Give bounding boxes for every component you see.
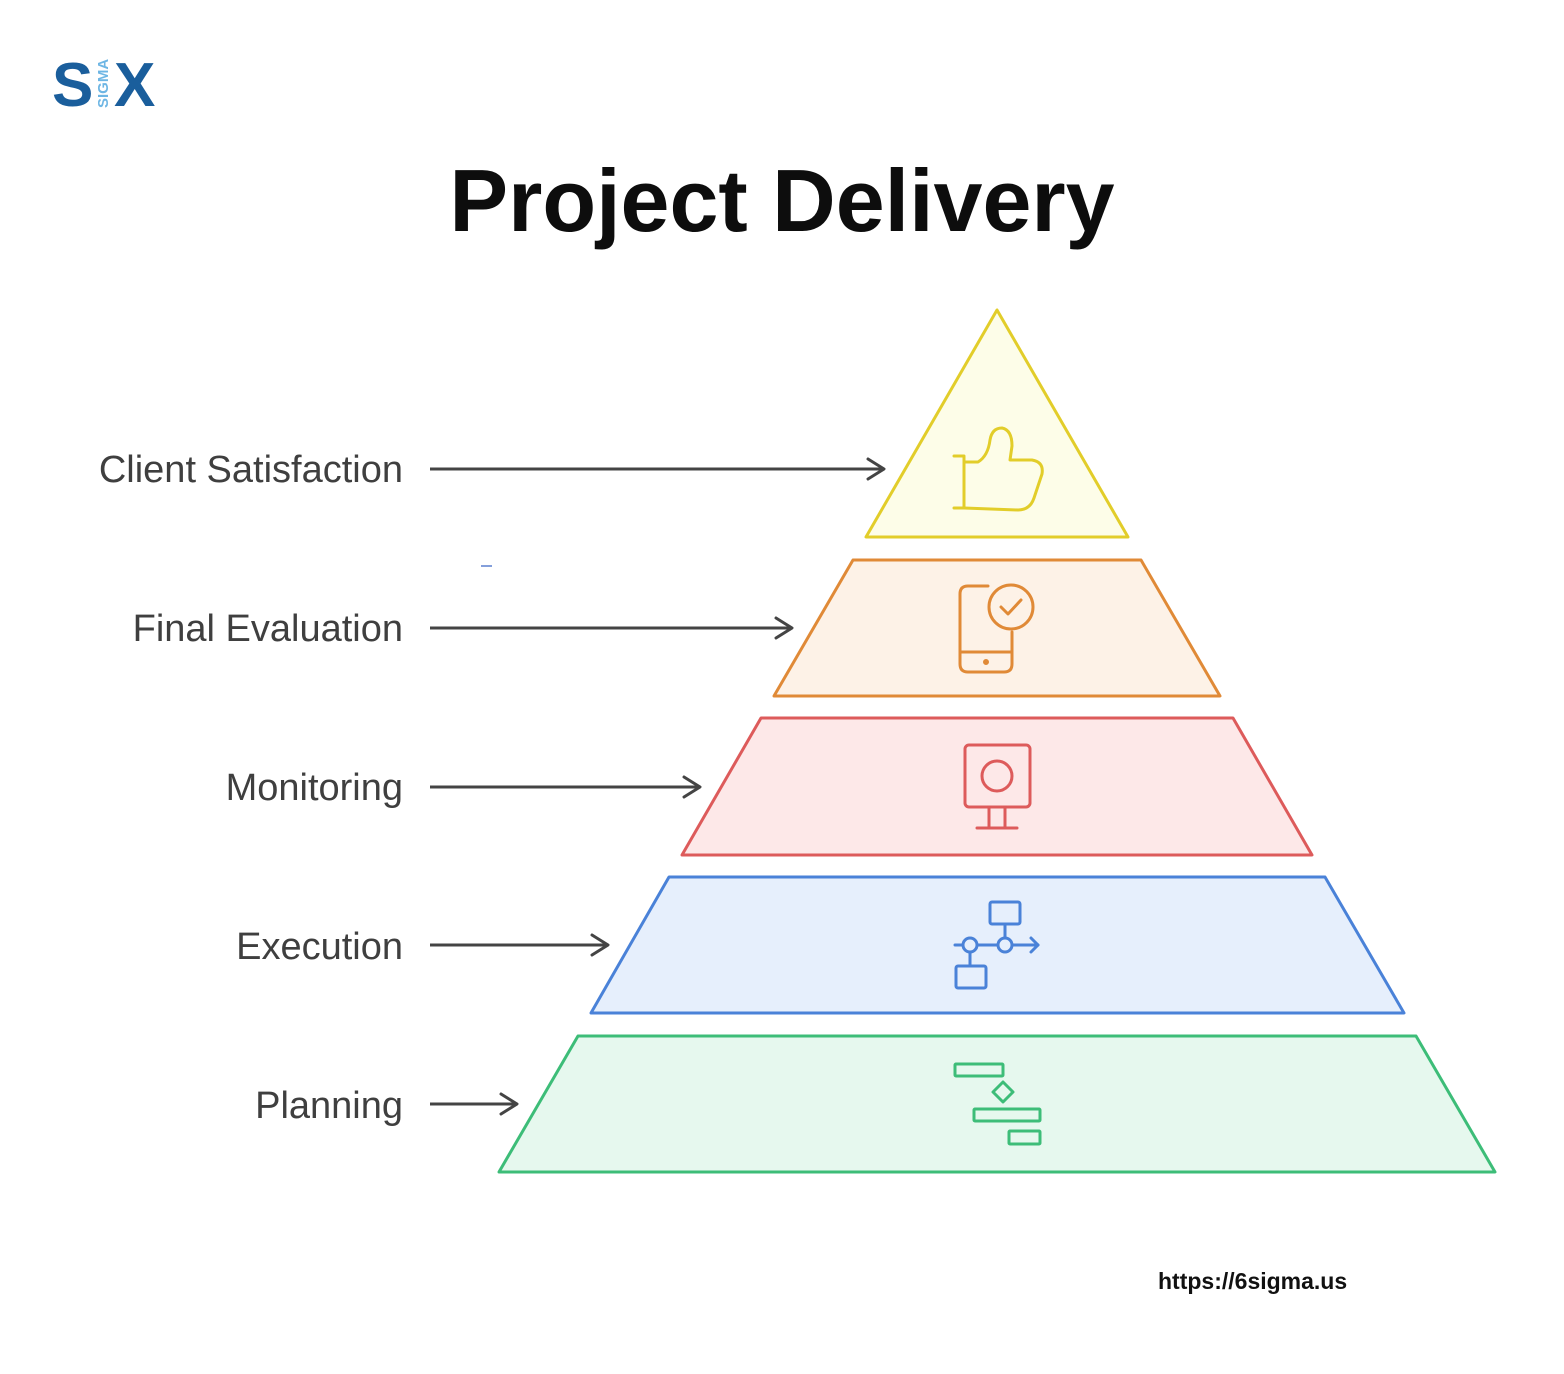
layer-final-evaluation: Final Evaluation bbox=[133, 558, 1222, 698]
layer-label-execution: Execution bbox=[236, 926, 403, 968]
layer-monitoring: Monitoring bbox=[226, 716, 1314, 857]
pyramid-segment-client-satisfaction bbox=[864, 308, 1130, 539]
thumbs-up-icon bbox=[952, 426, 1044, 512]
workflow-icon bbox=[953, 900, 1040, 990]
footer-url: https://6sigma.us bbox=[1158, 1268, 1348, 1294]
layer-label-client-satisfaction: Client Satisfaction bbox=[99, 449, 403, 491]
logo-sigma-text: SIGMA bbox=[95, 59, 112, 108]
layer-label-monitoring: Monitoring bbox=[226, 767, 403, 809]
layer-planning: Planning bbox=[255, 1034, 1497, 1174]
monitor-icon bbox=[963, 743, 1032, 830]
layer-label-final-evaluation: Final Evaluation bbox=[133, 608, 403, 650]
pyramid-segment-final-evaluation bbox=[772, 558, 1222, 698]
logo-letter-x: X bbox=[114, 52, 155, 112]
layer-label-planning: Planning bbox=[255, 1085, 403, 1127]
gantt-chart-icon bbox=[953, 1062, 1042, 1146]
logo-letter-s: S bbox=[52, 52, 93, 112]
pyramid-segment-planning bbox=[497, 1034, 1497, 1174]
pyramid-segment-monitoring bbox=[680, 716, 1314, 857]
layer-execution: Execution bbox=[236, 875, 1406, 1015]
phone-checkmark-icon bbox=[958, 583, 1035, 674]
layer-client-satisfaction: Client Satisfaction bbox=[99, 308, 1130, 539]
sixsigma-logo: S SIGMA X bbox=[52, 52, 155, 112]
page-title: Project Delivery bbox=[449, 151, 1115, 250]
